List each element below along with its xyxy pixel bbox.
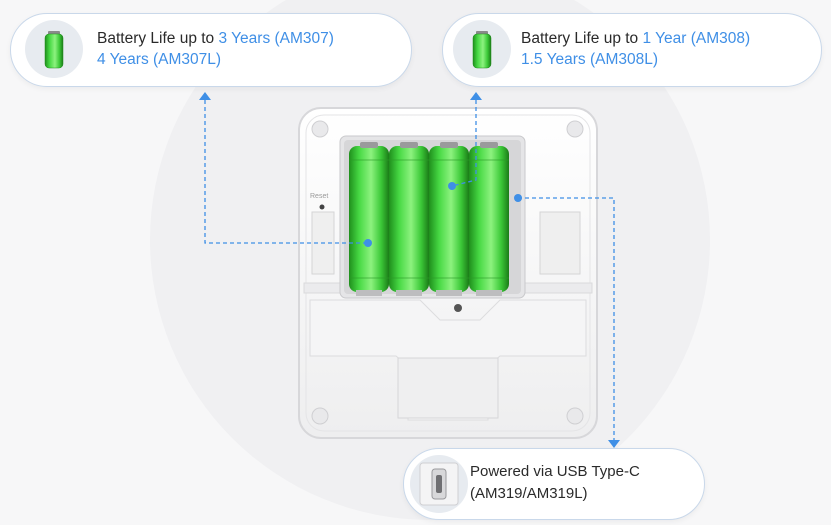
battery-life-callout-am307: Battery Life up to 3 Years (AM307) 4 Yea… [10,13,412,87]
callout-line2: 1.5 Years (AM308L) [521,51,659,68]
callout-line1: Powered via USB Type-C [470,463,640,480]
battery-life-callout-am308: Battery Life up to 1 Year (AM308) 1.5 Ye… [442,13,822,87]
dot-aaa [448,182,456,190]
batteries [349,142,509,296]
callout-highlight: 1 Year (AM308) [642,30,751,47]
connector-aaa [451,100,477,187]
arrow-up-aaa [470,92,482,100]
connector-lines [204,100,615,444]
battery-icon [453,20,511,78]
connector-usb [518,197,615,444]
reset-label: Reset [310,193,329,200]
callout-text: Battery Life up to 1 Year (AM308) 1.5 Ye… [521,28,750,70]
connector-aa [204,100,368,244]
battery-2 [389,146,429,292]
usb-power-callout: Powered via USB Type-C (AM319/AM319L) [403,448,705,520]
callout-line2: 4 Years (AM307L) [97,51,222,68]
callout-text: Battery Life up to 3 Years (AM307) 4 Yea… [97,28,334,70]
battery-icon [25,20,83,78]
usb-port-icon [410,455,468,513]
callout-line2: (AM319/AM319L) [470,485,588,502]
callout-text: Powered via USB Type-C (AM319/AM319L) [470,461,640,505]
callout-highlight: 3 Years (AM307) [218,30,334,47]
arrow-up-aa [199,92,211,100]
battery-4 [469,146,509,292]
dot-aa [364,239,372,247]
battery-3 [429,146,469,292]
battery-1 [349,146,389,292]
callout-prefix: Battery Life up to [97,30,219,47]
callout-prefix: Battery Life up to [521,30,643,47]
arrow-down-usb [608,440,620,448]
dot-usb [514,194,522,202]
